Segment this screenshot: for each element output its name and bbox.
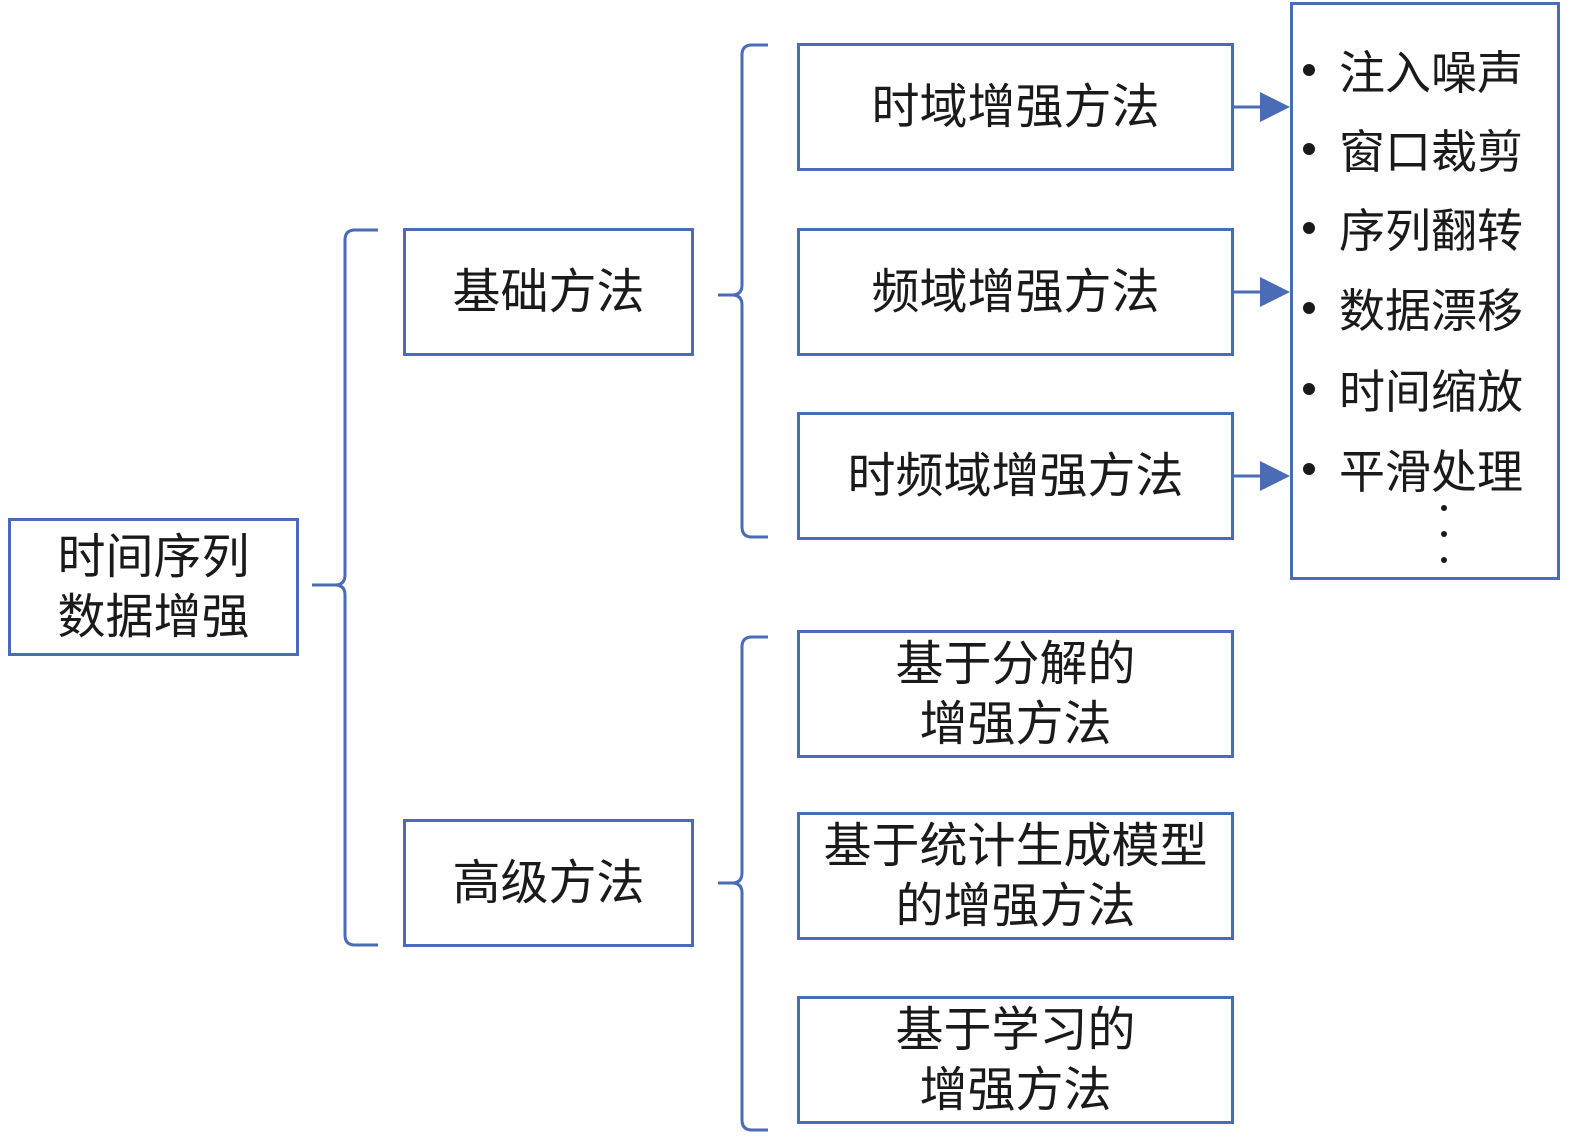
root-node: 时间序列 数据增强 bbox=[8, 518, 299, 656]
advanced-brace bbox=[718, 635, 768, 1132]
basic-methods-label: 基础方法 bbox=[452, 264, 645, 320]
list-item: 时间缩放 bbox=[1303, 349, 1523, 429]
technique-label: 平滑处理 bbox=[1339, 445, 1523, 499]
bullet-icon bbox=[1303, 463, 1315, 475]
bullet-icon bbox=[1303, 302, 1315, 314]
freq-domain-label: 频域增强方法 bbox=[871, 264, 1160, 320]
basic-brace bbox=[718, 43, 768, 539]
time-domain-node: 时域增强方法 bbox=[797, 43, 1234, 171]
technique-list: 注入噪声 窗口裁剪 序列翻转 数据漂移 时间缩放 平滑处理 bbox=[1290, 2, 1560, 580]
learning-line1: 基于学习的 bbox=[895, 1002, 1136, 1058]
freq-domain-node: 频域增强方法 bbox=[797, 228, 1234, 356]
statistical-model-line2: 的增强方法 bbox=[895, 878, 1136, 934]
technique-label: 数据漂移 bbox=[1339, 284, 1523, 338]
bullet-icon bbox=[1303, 222, 1315, 234]
list-item: 注入噪声 bbox=[1303, 30, 1523, 110]
learning-node: 基于学习的 增强方法 bbox=[797, 996, 1234, 1124]
decomposition-node: 基于分解的 增强方法 bbox=[797, 630, 1234, 758]
list-item: 窗口裁剪 bbox=[1303, 109, 1523, 189]
learning-line2: 增强方法 bbox=[919, 1062, 1112, 1118]
root-line1: 时间序列 bbox=[57, 529, 250, 585]
advanced-methods-label: 高级方法 bbox=[452, 855, 645, 911]
technique-label: 时间缩放 bbox=[1339, 365, 1523, 419]
basic-methods-node: 基础方法 bbox=[403, 228, 694, 356]
time-freq-domain-label: 时频域增强方法 bbox=[847, 448, 1184, 504]
decomposition-line1: 基于分解的 bbox=[895, 636, 1136, 692]
technique-label: 序列翻转 bbox=[1339, 204, 1523, 258]
list-item: 数据漂移 bbox=[1303, 268, 1523, 348]
list-item: 序列翻转 bbox=[1303, 188, 1523, 268]
statistical-model-line1: 基于统计生成模型 bbox=[823, 818, 1208, 874]
bullet-icon bbox=[1303, 383, 1315, 395]
list-item: 平滑处理 bbox=[1303, 429, 1523, 509]
technique-label: 注入噪声 bbox=[1339, 46, 1523, 100]
statistical-model-node: 基于统计生成模型 的增强方法 bbox=[797, 812, 1234, 940]
time-freq-domain-node: 时频域增强方法 bbox=[797, 412, 1234, 540]
bullet-icon bbox=[1303, 64, 1315, 76]
root-line2: 数据增强 bbox=[57, 589, 250, 645]
root-brace bbox=[312, 228, 378, 947]
time-domain-label: 时域增强方法 bbox=[871, 79, 1160, 135]
technique-label: 窗口裁剪 bbox=[1339, 125, 1523, 179]
advanced-methods-node: 高级方法 bbox=[403, 819, 694, 947]
decomposition-line2: 增强方法 bbox=[919, 696, 1112, 752]
vertical-ellipsis-icon bbox=[1439, 505, 1449, 575]
bullet-icon bbox=[1303, 143, 1315, 155]
